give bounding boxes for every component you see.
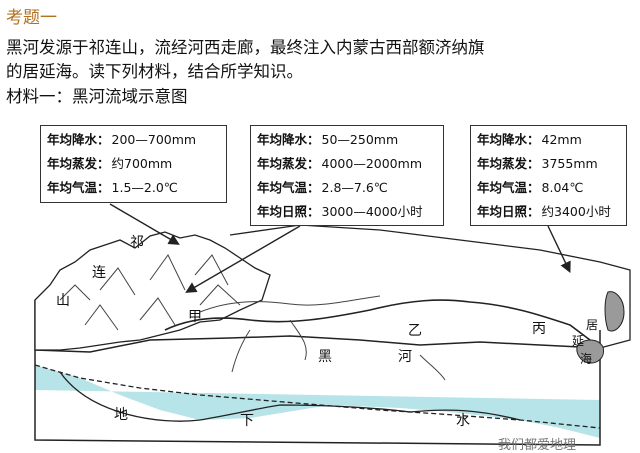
paragraph-line-2: 的居延海。读下列材料，结合所学知识。 bbox=[6, 62, 303, 81]
heihe-river bbox=[164, 299, 591, 341]
watermark: 我们都爱地理 bbox=[498, 438, 577, 453]
block-front-edge bbox=[34, 335, 601, 353]
arrow-c bbox=[547, 225, 571, 274]
box-a-row: 年均蒸发：约700mm bbox=[47, 156, 173, 171]
climate-box-jia: 年均降水：200—700mm 年均蒸发：约700mm 年均气温：1.5—2.0℃ bbox=[40, 125, 227, 203]
label-lian: 连 bbox=[92, 265, 106, 281]
box-b-row: 年均蒸发：4000—2000mm bbox=[257, 156, 422, 171]
label-bing: 丙 bbox=[532, 321, 546, 337]
label-hei: 黑 bbox=[318, 349, 332, 365]
label-xia: 下 bbox=[240, 413, 254, 429]
groundwater-body bbox=[35, 365, 600, 438]
label-yi: 乙 bbox=[408, 323, 422, 339]
label-shui: 水 bbox=[456, 413, 470, 429]
box-c-row: 年均气温：8.04℃ bbox=[477, 180, 584, 195]
aquifer-base bbox=[59, 371, 521, 422]
block-back-edge bbox=[229, 224, 631, 349]
climate-box-yi: 年均降水：50—250mm 年均蒸发：4000—2000mm 年均气温：2.8—… bbox=[250, 125, 444, 226]
box-a-row: 年均气温：1.5—2.0℃ bbox=[47, 180, 178, 195]
label-shan: 山 bbox=[56, 293, 70, 309]
block-left-face bbox=[34, 300, 601, 446]
label-he: 河 bbox=[398, 349, 412, 365]
label-ju: 居 bbox=[586, 318, 599, 332]
water-table bbox=[34, 364, 601, 429]
question-heading: 考题一 bbox=[6, 8, 57, 28]
label-di: 地 bbox=[114, 407, 128, 423]
paragraph-line-1: 黑河发源于祁连山，流经河西走廊，最终注入内蒙古西部额济纳旗 bbox=[6, 38, 485, 57]
arrow-b bbox=[185, 225, 301, 293]
box-c-row: 年均降水：42mm bbox=[477, 132, 582, 147]
box-c-row: 年均日照：约3400小时 bbox=[477, 204, 611, 219]
box-b-row: 年均气温：2.8—7.6℃ bbox=[257, 180, 388, 195]
juyan-lake bbox=[576, 339, 605, 364]
climate-box-bing: 年均降水：42mm 年均蒸发：3755mm 年均气温：8.04℃ 年均日照：约3… bbox=[470, 125, 627, 226]
box-a-row: 年均降水：200—700mm bbox=[47, 132, 197, 147]
arrow-a bbox=[109, 203, 180, 245]
box-b-row: 年均降水：50—250mm bbox=[257, 132, 399, 147]
label-hai: 海 bbox=[580, 352, 593, 366]
material-caption: 材料一：黑河流域示意图 bbox=[6, 87, 188, 106]
qilian-mountains bbox=[34, 231, 271, 351]
box-b-row: 年均日照：3000—4000小时 bbox=[257, 204, 423, 219]
label-yan: 延 bbox=[572, 334, 585, 348]
label-qi: 祁 bbox=[130, 235, 144, 251]
box-c-row: 年均蒸发：3755mm bbox=[477, 156, 598, 171]
label-jia: 甲 bbox=[188, 309, 202, 325]
